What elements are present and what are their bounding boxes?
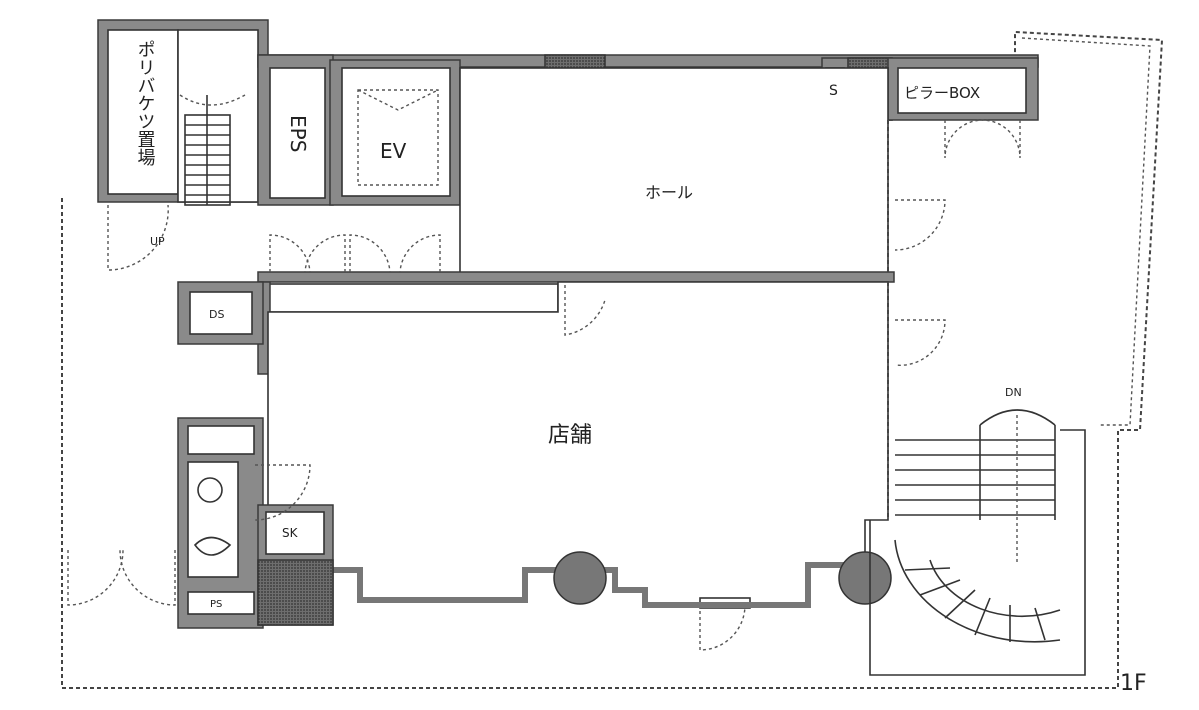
ps-room xyxy=(187,591,255,615)
shop-door-bottom xyxy=(699,604,746,651)
wc-room xyxy=(187,461,239,578)
label-pillar-box: ピラーBOX xyxy=(904,84,980,102)
stair-right xyxy=(894,409,1061,643)
ds-room xyxy=(189,291,253,335)
site-boundary-right-inner xyxy=(1021,37,1151,426)
label-ps: PS xyxy=(210,599,222,610)
pillar-box-room xyxy=(897,67,1027,114)
door-left-outer-2 xyxy=(119,549,176,606)
label-eps: EPS xyxy=(286,115,310,152)
stair-upper-left xyxy=(179,94,246,206)
column-right xyxy=(838,551,892,605)
label-shop: 店舗 xyxy=(548,423,592,448)
wc-door xyxy=(254,464,311,521)
label-poly-bucket: ポリバケツ置場 xyxy=(135,40,156,167)
ev-marker xyxy=(357,89,439,111)
hall-bottom-wall xyxy=(257,271,895,283)
eps-room xyxy=(269,67,326,199)
sk-dark xyxy=(257,559,334,626)
door-hall-left xyxy=(269,234,441,273)
door-left-upper xyxy=(107,204,169,271)
door-top-right xyxy=(894,119,1021,366)
sink-icon xyxy=(193,536,232,556)
label-hall: ホール xyxy=(645,183,693,202)
label-ps-small: S xyxy=(829,83,838,99)
shop-facade xyxy=(330,562,865,608)
site-boundary xyxy=(61,30,1164,689)
label-floor: 1F xyxy=(1120,671,1147,696)
label-up-right: DN xyxy=(1005,386,1022,399)
label-ev: EV xyxy=(380,139,407,163)
label-up-left: UP xyxy=(150,235,165,248)
poly-bucket-room-inner xyxy=(107,29,179,195)
stair-right-enclosure xyxy=(869,429,1086,676)
hall-room xyxy=(459,67,889,277)
door-left-outer xyxy=(67,549,124,606)
stair-upper-left-area xyxy=(177,29,259,203)
toilet-icon xyxy=(197,477,223,503)
label-ds: DS xyxy=(209,308,224,321)
label-sk: SK xyxy=(282,526,299,540)
wc-top xyxy=(187,425,255,455)
ev-inner xyxy=(357,89,439,186)
corridor-strip xyxy=(267,283,559,313)
sk-room xyxy=(265,511,325,555)
column-left xyxy=(553,551,607,605)
